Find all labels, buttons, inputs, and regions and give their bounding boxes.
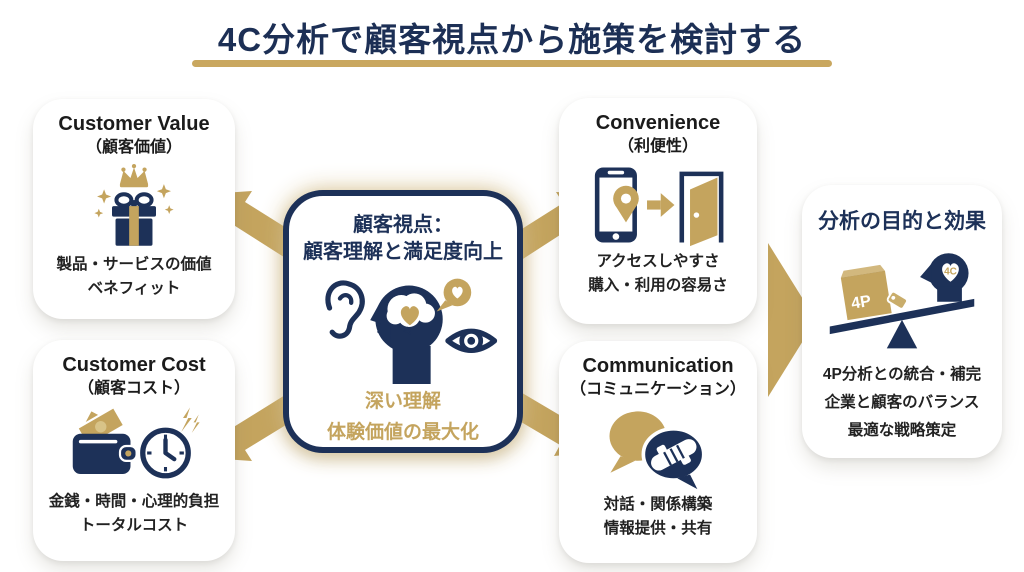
4c-head-icon: 4C (920, 253, 969, 302)
ear-head-heart-eye-icon (325, 278, 498, 384)
center-heading-line1: 顧客視点： (353, 214, 453, 236)
customer-value-title-ja: （顧客価値） (85, 139, 182, 156)
card-customer-cost: Customer Cost （顧客コスト） (33, 340, 235, 561)
handshake-icon (651, 438, 697, 471)
seesaw-plank (829, 298, 975, 335)
wallet-icon (72, 433, 138, 474)
convenience-title-ja: （利便性） (617, 138, 698, 155)
sparkle-icon (156, 183, 171, 198)
outcome-line3: 最適な戦略策定 (847, 421, 957, 439)
price-tag-icon (886, 290, 908, 310)
center-heading-line2: 顧客理解と満足度向上 (303, 241, 503, 263)
head-with-brain-icon (370, 285, 443, 384)
ear-icon (325, 280, 365, 339)
card-analysis-outcome: 分析の目的と効果 4P 4C 4P分 (802, 185, 1002, 458)
customer-cost-line2: トータルコスト (79, 516, 189, 534)
seesaw-balance-icon: 4P 4C (829, 253, 975, 349)
speech-bubbles-handshake-icon (609, 410, 706, 489)
page-title: 4C分析で顧客視点から施策を検討する (217, 21, 807, 58)
eye-icon (445, 328, 498, 353)
communication-line1: 対話・関係構築 (603, 495, 713, 513)
card-communication: Communication （コミュニケーション） 対話・関係構築 情報提供・共… (559, 341, 757, 563)
center-caption-line1: 深い理解 (364, 391, 441, 412)
communication-line2: 情報提供・共有 (603, 519, 713, 537)
communication-title-ja: （コミュニケーション） (570, 381, 746, 398)
center-caption-line2: 体験価値の最大化 (326, 421, 479, 443)
4c-label: 4C (944, 267, 957, 278)
title-underline (192, 60, 832, 67)
open-door-icon (679, 171, 724, 246)
card-customer-perspective: 顧客視点： 顧客理解と満足度向上 (283, 190, 523, 453)
sparkle-icon (97, 188, 112, 204)
stress-bolts-icon (181, 407, 200, 433)
sparkle-icon (164, 204, 174, 214)
card-customer-value: Customer Value （顧客価値） 製品・サービスの価値 ベネフィット (33, 99, 235, 319)
phone-and-door-icon (594, 167, 724, 246)
heart-speech-bubble-icon (436, 278, 472, 312)
communication-title-en: Communication (582, 355, 734, 377)
gift-icon (94, 163, 174, 246)
customer-value-title-en: Customer Value (58, 113, 210, 135)
customer-cost-title-ja: （顧客コスト） (77, 380, 190, 397)
wallet-and-clock-icon (72, 405, 200, 478)
outcome-line1: 4P分析との統合・補完 (822, 366, 982, 383)
4p-box-icon: 4P (840, 264, 908, 321)
customer-value-line2: ベネフィット (87, 279, 181, 297)
customer-cost-title-en: Customer Cost (62, 354, 206, 376)
customer-cost-line1: 金銭・時間・心理的負担 (48, 492, 220, 510)
outcome-line2: 企業と顧客のバランス (824, 393, 980, 411)
right-arrow-icon (647, 192, 675, 217)
customer-value-line1: 製品・サービスの価値 (56, 255, 212, 273)
sparkle-icon (94, 208, 104, 218)
card-convenience: Convenience （利便性） (559, 98, 757, 324)
4p-label: 4P (850, 292, 873, 313)
location-pin-icon (613, 185, 639, 222)
clock-icon (140, 427, 191, 478)
convenience-line2: 購入・利用の容易さ (588, 276, 728, 294)
arrow-to-outcome-icon (768, 243, 816, 397)
convenience-title-en: Convenience (595, 112, 721, 134)
seesaw-fulcrum (886, 319, 918, 349)
convenience-line1: アクセスしやすさ (596, 252, 720, 270)
outcome-title: 分析の目的と効果 (818, 210, 986, 233)
heart-icon (942, 263, 959, 282)
heart-icon (400, 306, 419, 326)
